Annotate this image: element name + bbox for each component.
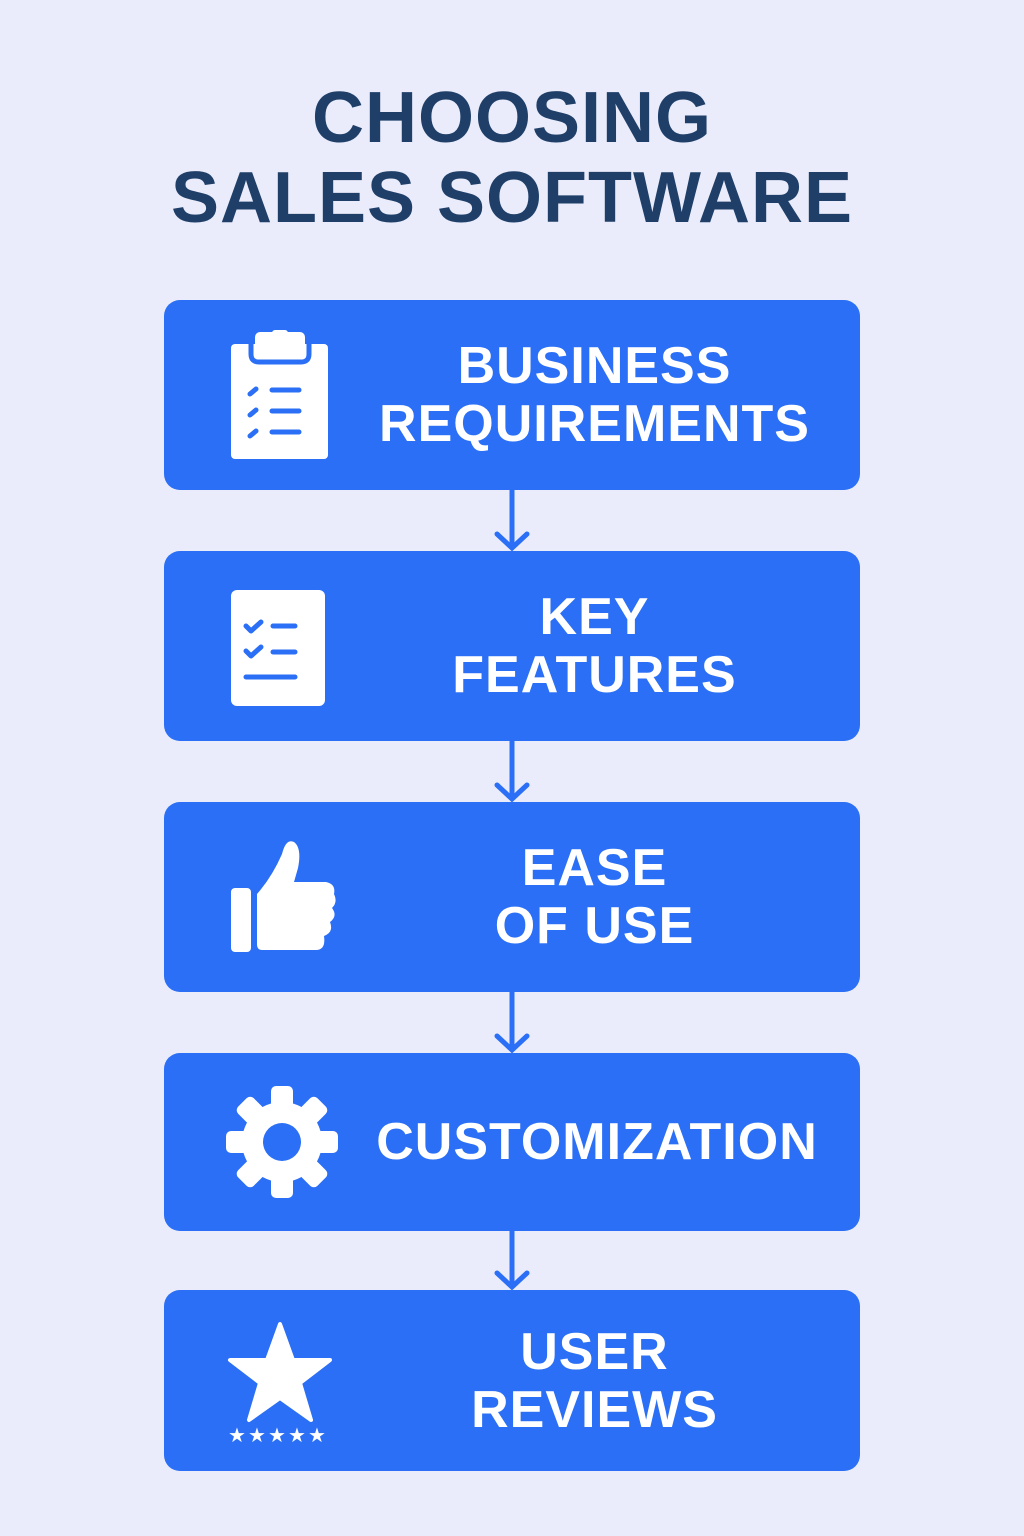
thumbs-up-icon [231, 841, 336, 952]
step-label: CUSTOMIZATION [354, 1113, 840, 1171]
step-label-line-1: USER [520, 1322, 669, 1381]
step-label: BUSINESS REQUIREMENTS [349, 337, 840, 453]
clipboard-checklist-icon [231, 330, 328, 459]
step-label-line-2: REQUIREMENTS [379, 395, 810, 453]
step-label-line-2: OF USE [494, 897, 695, 955]
arrow-down-icon [494, 490, 530, 551]
arrow-down-icon [494, 741, 530, 802]
step-label: KEY FEATURES [349, 588, 840, 704]
checklist-icon [231, 590, 325, 706]
step-business-requirements: BUSINESS REQUIREMENTS [164, 300, 860, 490]
svg-text:★: ★ [288, 1423, 306, 1446]
step-label: EASE OF USE [349, 839, 840, 955]
arrow-down-icon [494, 1231, 530, 1290]
svg-text:★: ★ [248, 1423, 266, 1446]
step-customization: CUSTOMIZATION [164, 1053, 860, 1231]
title-line-1: CHOOSING [311, 78, 713, 158]
gear-icon [226, 1086, 338, 1198]
star-rating-icon: ★★★★★ [228, 1321, 332, 1446]
page-title: CHOOSING SALES SOFTWARE [0, 78, 1024, 238]
step-label-line-2: FEATURES [452, 646, 737, 704]
step-ease-of-use: EASE OF USE [164, 802, 860, 992]
step-label-line-2: REVIEWS [471, 1380, 718, 1439]
title-line-2: SALES SOFTWARE [170, 158, 854, 238]
step-label-line-1: KEY [539, 588, 650, 646]
svg-text:★: ★ [268, 1423, 286, 1446]
arrow-down-icon [494, 992, 530, 1053]
step-label: USER REVIEWS [349, 1323, 840, 1439]
step-label-line-1: BUSINESS [457, 337, 732, 395]
svg-text:★: ★ [228, 1423, 246, 1446]
step-label-line-1: CUSTOMIZATION [376, 1113, 818, 1171]
step-user-reviews: ★★★★★ USER REVIEWS [164, 1290, 860, 1471]
step-label-line-1: EASE [521, 839, 668, 897]
svg-text:★: ★ [308, 1423, 326, 1446]
step-key-features: KEY FEATURES [164, 551, 860, 741]
